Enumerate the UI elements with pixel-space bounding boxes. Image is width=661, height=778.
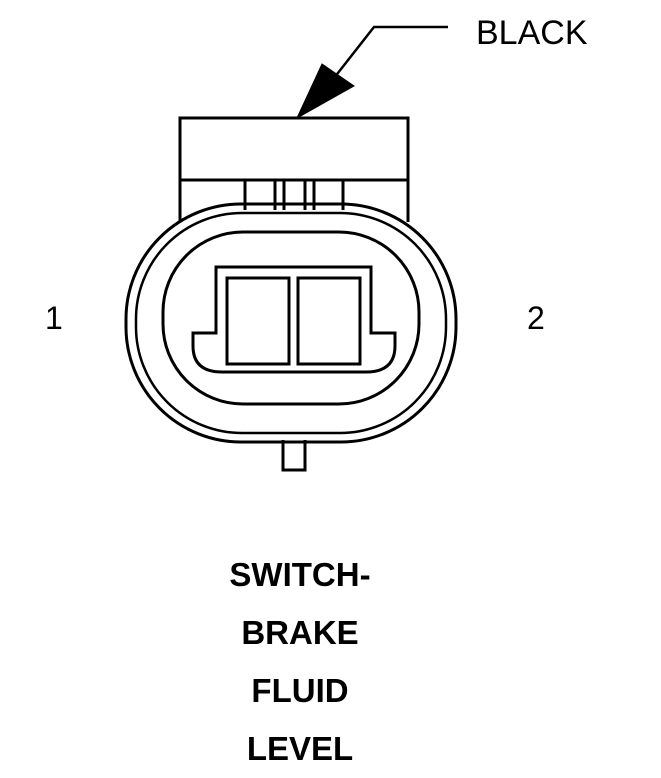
terminal-cavity — [191, 265, 397, 374]
pin-2-label: 2 — [527, 300, 545, 336]
caption-line: FLUID — [251, 672, 349, 709]
connector-diagram — [124, 25, 458, 472]
terminal-pin-2 — [296, 276, 362, 366]
pin-1-label: 1 — [45, 300, 63, 336]
caption-line: BRAKE — [241, 614, 359, 651]
terminal-pin-1 — [225, 276, 291, 366]
color-leader-arrow — [295, 25, 448, 120]
connector-caption: SWITCH- BRAKE FLUID LEVEL — [170, 546, 430, 778]
connector-key-tab — [281, 440, 307, 472]
caption-line: LEVEL — [246, 730, 354, 767]
caption-line: SWITCH- — [229, 556, 371, 593]
connector-body — [124, 202, 458, 444]
wire-color-label: BLACK — [476, 14, 588, 52]
